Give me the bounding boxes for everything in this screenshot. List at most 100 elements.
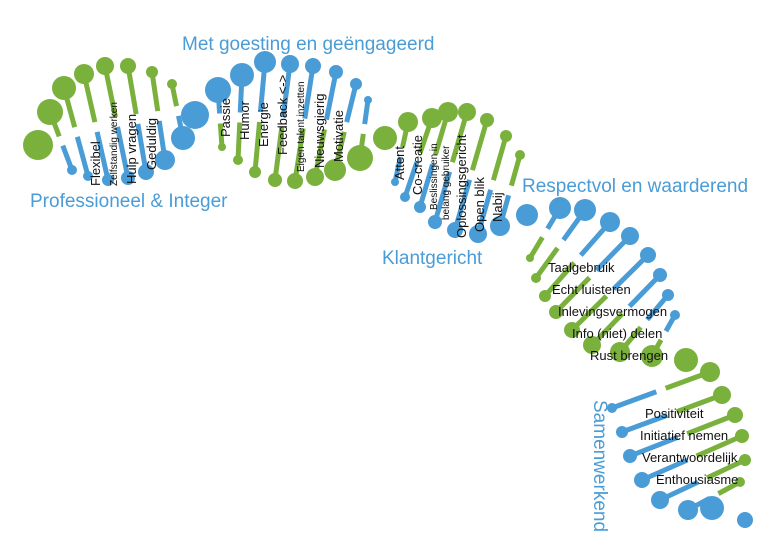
value-label: Rust brengen — [590, 348, 668, 363]
rung-ball — [640, 247, 656, 263]
rung-bar — [640, 457, 689, 483]
helix-rung — [516, 204, 538, 226]
value-label: Initiatief nemen — [640, 428, 728, 443]
rung-ball — [700, 496, 724, 520]
helix-rung — [306, 65, 343, 186]
rung-ball — [398, 112, 418, 132]
helix-rung — [347, 96, 373, 171]
rung-ball — [531, 273, 541, 283]
rung-ball — [350, 78, 362, 90]
rung-ball — [254, 51, 276, 73]
rung-ball — [583, 336, 601, 354]
rung-bar — [695, 433, 744, 459]
rung-ball — [305, 58, 321, 74]
helix-rung — [268, 55, 299, 187]
rung-bar — [344, 83, 359, 123]
rung-ball — [621, 227, 639, 245]
rung-ball — [616, 426, 628, 438]
helix-rung — [526, 197, 571, 262]
rung-ball — [641, 345, 663, 367]
rung-bar — [392, 156, 403, 183]
rung-ball — [167, 79, 177, 89]
value-label: Nieuwsgierig — [312, 94, 327, 168]
rung-ball — [414, 201, 426, 213]
helix-rung — [549, 227, 639, 319]
rung-ball — [121, 171, 135, 185]
rung-bar — [705, 457, 747, 481]
rung-ball — [146, 66, 158, 78]
rung-bar — [627, 273, 662, 309]
value-label: Taalgebruik — [548, 260, 615, 275]
rung-bar — [611, 389, 658, 411]
rung-ball — [549, 197, 571, 219]
value-label: Energie — [256, 102, 271, 147]
rung-ball — [181, 101, 209, 129]
rung-ball — [526, 254, 534, 262]
rung-ball — [674, 348, 698, 372]
rung-bar — [272, 126, 285, 181]
helix-rung — [641, 310, 680, 367]
helix-rung — [447, 113, 494, 238]
rung-ball — [458, 103, 476, 121]
cluster-title: Met goesting en geëngageerd — [182, 34, 434, 55]
helix-rung — [607, 362, 720, 413]
rung-ball — [662, 289, 674, 301]
rung-bar — [115, 126, 131, 179]
rung-bar — [125, 65, 139, 115]
rung-ball — [400, 192, 410, 202]
helix-rung — [634, 429, 749, 488]
rung-ball — [713, 386, 731, 404]
rung-bar — [135, 123, 149, 173]
rung-ball — [469, 225, 487, 243]
rung-ball — [490, 216, 510, 236]
helix-rung — [428, 103, 476, 229]
helix-rung — [737, 512, 753, 528]
rung-ball — [347, 145, 373, 171]
rung-ball — [564, 322, 580, 338]
rung-ball — [634, 472, 650, 488]
helix-rung — [564, 247, 656, 338]
rung-bar — [94, 131, 111, 181]
value-label: Enthousiasme — [656, 472, 738, 487]
cluster-samenwerkend: Samenwerkend Positiviteit Initiatief nem… — [589, 400, 738, 532]
rung-ball — [268, 173, 282, 187]
rung-ball — [233, 155, 243, 165]
helix-rung — [74, 64, 114, 186]
value-label: Attent — [392, 146, 407, 180]
value-label: Motivatie — [331, 110, 346, 162]
rung-bar — [686, 412, 736, 437]
helix-rung — [583, 268, 667, 354]
value-label: Info (niet) delen — [572, 326, 662, 341]
rung-bar — [621, 412, 669, 435]
helix-rung — [120, 58, 154, 180]
helix-rung — [205, 77, 231, 151]
helix-rung — [539, 212, 620, 302]
rung-ball — [329, 65, 343, 79]
rung-ball — [230, 63, 254, 87]
rung-ball — [480, 113, 494, 127]
rung-ball — [52, 76, 76, 100]
rung-ball — [37, 99, 63, 125]
value-label: Eigen talent inzetten — [296, 81, 307, 172]
helix-rung — [167, 79, 195, 150]
helix-rung — [324, 78, 362, 181]
value-label: Open blik — [472, 177, 487, 232]
rung-ball — [428, 215, 442, 229]
helix-rung — [674, 348, 698, 372]
rung-ball — [700, 362, 720, 382]
rung-bar — [74, 136, 91, 177]
rung-ball — [138, 164, 154, 180]
value-label: belang gebruiker — [441, 145, 452, 220]
rung-bar — [629, 434, 679, 459]
rung-ball — [739, 454, 751, 466]
rung-ball — [438, 102, 458, 122]
rung-ball — [218, 143, 226, 151]
rung-ball — [171, 126, 195, 150]
rung-bar — [543, 261, 577, 298]
helix-rung — [700, 496, 724, 520]
helix-rung — [96, 57, 135, 185]
cluster-title: Respectvol en waarderend — [522, 176, 748, 197]
rung-ball — [306, 168, 324, 186]
rung-ball — [600, 212, 620, 232]
